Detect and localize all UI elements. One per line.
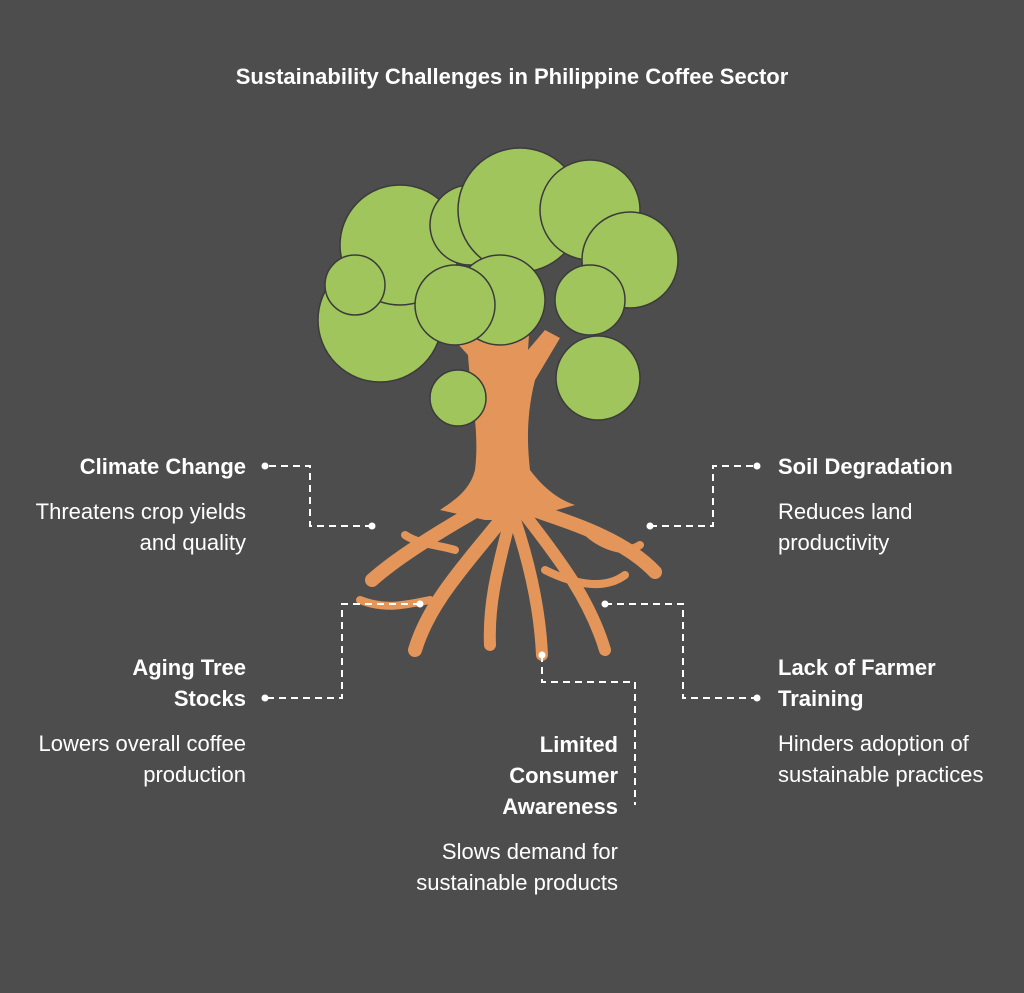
soil-degradation-description: Reduces land productivity	[778, 499, 913, 555]
diagram-title: Sustainability Challenges in Philippine …	[235, 64, 789, 89]
farmer-training-title: Lack of Farmer Training	[778, 655, 936, 711]
aging-tree-stocks-description: Lowers overall coffee production	[38, 731, 247, 787]
tree-trunk	[440, 298, 575, 520]
aging-tree-stocks-title: Aging Tree Stocks	[132, 655, 246, 711]
consumer-awareness-description: Slows demand for sustainable products	[416, 839, 618, 895]
tree-roots	[356, 493, 662, 661]
tree-canopy	[317, 147, 679, 427]
soil-degradation-title: Soil Degradation	[778, 454, 953, 479]
climate-change-description: Threatens crop yields and quality	[35, 499, 246, 555]
climate-change-block: Climate Change Threatens crop yields and…	[30, 451, 246, 558]
connector-lines	[265, 465, 757, 805]
soil-degradation-block: Soil Degradation Reduces land productivi…	[778, 451, 983, 558]
aging-tree-stocks-block: Aging Tree Stocks Lowers overall coffee …	[30, 652, 247, 790]
consumer-awareness-block: Limited Consumer Awareness Slows demand …	[380, 729, 618, 898]
consumer-awareness-title: Limited Consumer Awareness	[502, 732, 618, 819]
connector-dots	[261, 462, 761, 702]
climate-change-title: Climate Change	[79, 454, 246, 479]
farmer-training-description: Hinders adoption of sustainable practice…	[778, 731, 984, 787]
farmer-training-block: Lack of Farmer Training Hinders adoption…	[778, 652, 993, 790]
